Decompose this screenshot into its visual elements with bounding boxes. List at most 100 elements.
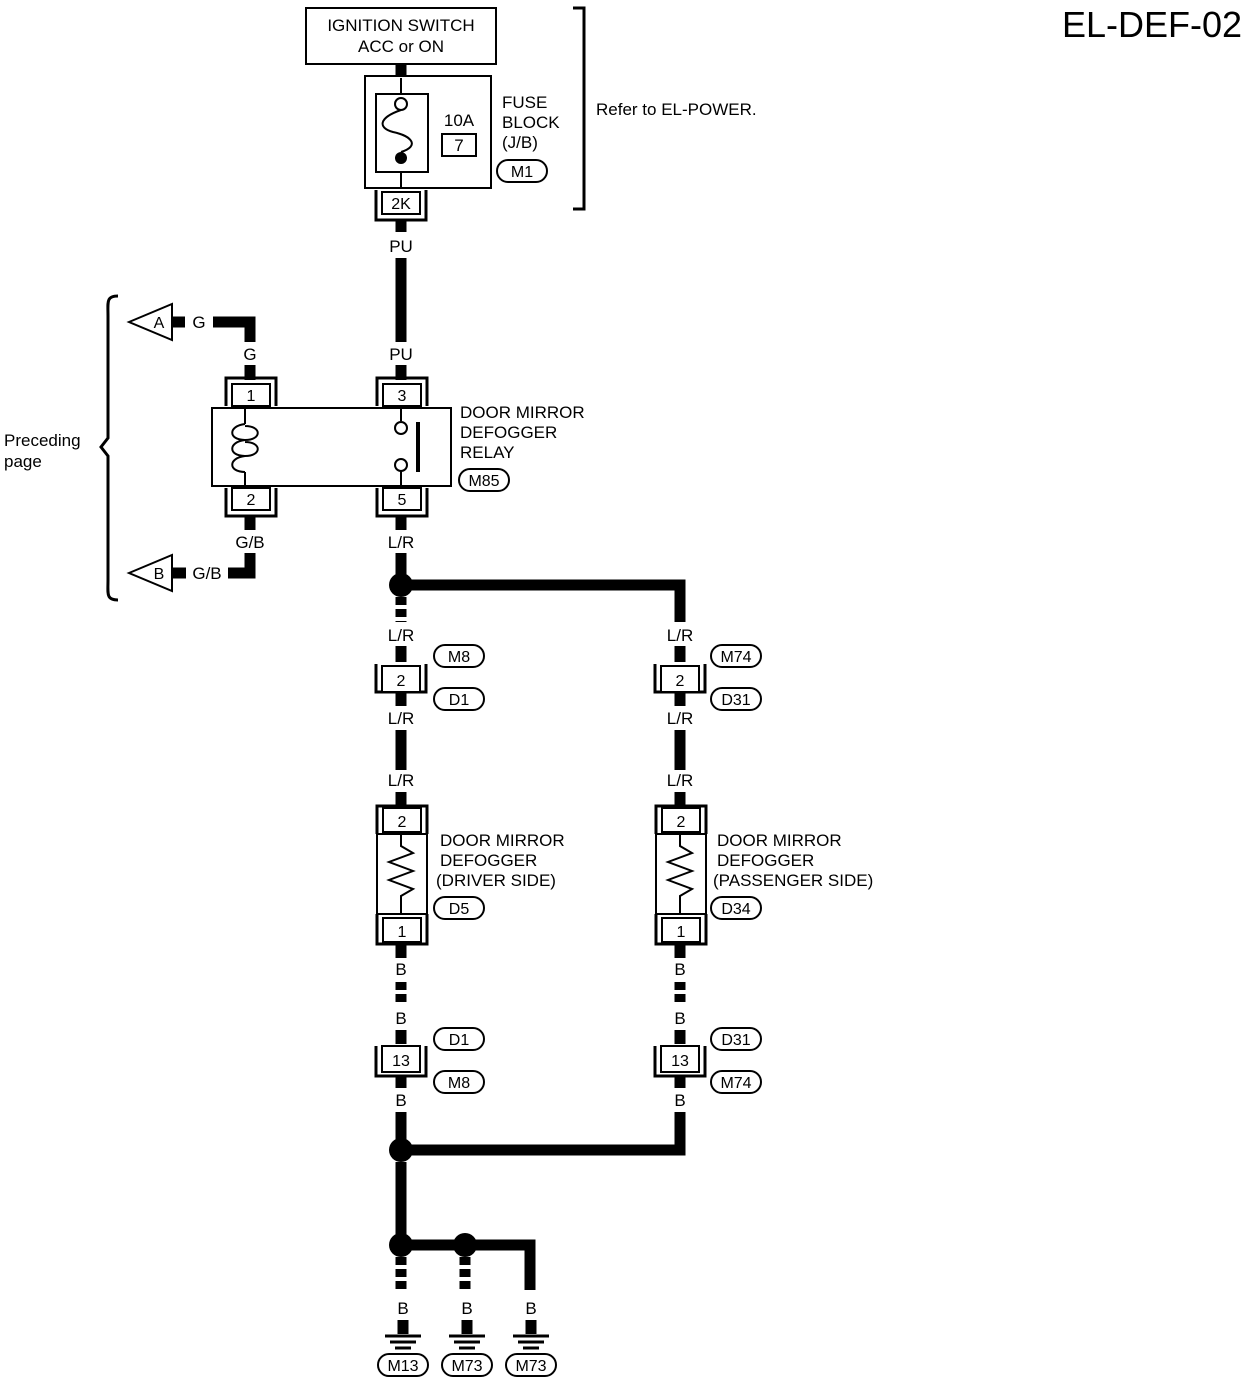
wire-color-lr-relay: L/R xyxy=(388,533,414,552)
passenger-upper-connector: 2 xyxy=(653,664,707,694)
relay-pin-5: 5 xyxy=(398,492,407,509)
ground-tag-2-text: M73 xyxy=(451,1358,482,1375)
wire-g xyxy=(213,316,256,342)
svg-text:2: 2 xyxy=(676,673,685,690)
ground-wire-b-3: B xyxy=(525,1299,536,1318)
power-bracket xyxy=(573,6,586,211)
fuse-rating: 10A xyxy=(444,111,475,130)
fuse-block-label-2: BLOCK xyxy=(502,113,560,132)
svg-text:2: 2 xyxy=(397,673,406,690)
ignition-switch: IGNITION SWITCH ACC or ON xyxy=(305,7,497,65)
defogger-relay: 1 3 2 5 DOOR MIRROR DEFOGGER RELAY M85 xyxy=(211,376,585,518)
ground-tag-1-text: M13 xyxy=(387,1358,418,1375)
ground-tag-3 xyxy=(505,1353,557,1377)
driver-lower-tag-bottom xyxy=(433,1070,485,1094)
wire-color-pu-top: PU xyxy=(389,237,413,256)
driver-lower-connector: 13 xyxy=(374,1045,428,1078)
svg-text:13: 13 xyxy=(671,1053,689,1070)
svg-text:1: 1 xyxy=(677,924,686,941)
page-code: EL-DEF-02 xyxy=(1062,4,1242,45)
ignition-switch-label: IGNITION SWITCH xyxy=(327,16,474,35)
ground-wire-b-2: B xyxy=(461,1299,472,1318)
relay-pin-3: 3 xyxy=(398,388,407,405)
passenger-defogger: 2 1 DOOR MIRROR DEFOGGER (PASSENGER SIDE… xyxy=(654,804,873,946)
driver-defogger-connector: D5 xyxy=(449,901,470,918)
passenger-heater-icon xyxy=(665,834,695,914)
passenger-upper-tag-top-text: M74 xyxy=(720,649,751,666)
ground-tag-3-text: M73 xyxy=(515,1358,546,1375)
driver-upper-tag-bottom xyxy=(433,687,485,711)
wire-color-pu-bottom: PU xyxy=(389,345,413,364)
driver-upper-tag-top-text: M8 xyxy=(448,649,470,666)
ground-icon xyxy=(449,1320,485,1350)
wire-color-gb: G/B xyxy=(235,533,264,552)
wire-lr-passenger xyxy=(401,579,686,622)
fuse-block-connector: M1 xyxy=(511,164,533,181)
driver-wire-b-2: B xyxy=(395,1009,406,1028)
passenger-upper-tag-bottom xyxy=(710,687,762,711)
driver-lower-tag-bottom-text: M8 xyxy=(448,1075,470,1092)
passenger-wire-lr-3: L/R xyxy=(667,771,693,790)
passenger-wire-b-2: B xyxy=(674,1009,685,1028)
fuse-number: 7 xyxy=(454,136,463,155)
passenger-wire-lr-1: L/R xyxy=(667,626,693,645)
svg-text:2: 2 xyxy=(677,814,686,831)
passenger-defogger-label-2: DEFOGGER xyxy=(717,851,814,870)
wire-color-g-arrow: G xyxy=(192,313,205,332)
passenger-wire-b-3: B xyxy=(674,1091,685,1110)
svg-text:1: 1 xyxy=(398,924,407,941)
svg-text:2K: 2K xyxy=(391,196,411,213)
driver-defogger-label-2: DEFOGGER xyxy=(440,851,537,870)
ground-tag-2 xyxy=(441,1353,493,1377)
driver-defogger-label-1: DOOR MIRROR xyxy=(440,831,565,850)
splice-b-1 xyxy=(389,1138,413,1162)
relay-label-3: RELAY xyxy=(460,443,515,462)
passenger-lower-tag-bottom-text: M74 xyxy=(720,1075,751,1092)
passenger-upper-tag-bottom-text: D31 xyxy=(721,692,750,709)
passenger-lower-tag-top-text: D31 xyxy=(721,1032,750,1049)
fuse-block-label-1: FUSE xyxy=(502,93,547,112)
passenger-defogger-connector: D34 xyxy=(721,901,750,918)
driver-upper-connector: 2 xyxy=(374,664,428,694)
passenger-lower-tag-bottom xyxy=(710,1070,762,1094)
relay-pin-2: 2 xyxy=(247,492,256,509)
wire-b-passenger-return xyxy=(401,1112,686,1156)
ground-icon xyxy=(385,1320,421,1350)
ground-wire-b-1: B xyxy=(397,1299,408,1318)
passenger-lower-tag-top xyxy=(710,1027,762,1051)
relay-label-2: DEFOGGER xyxy=(460,423,557,442)
preceding-label-2: page xyxy=(4,452,42,471)
power-reference-note: Refer to EL-POWER. xyxy=(596,100,757,119)
preceding-label-1: Preceding xyxy=(4,431,81,450)
driver-wire-b-1: B xyxy=(395,960,406,979)
passenger-defogger-label-1: DOOR MIRROR xyxy=(717,831,842,850)
ignition-switch-state: ACC or ON xyxy=(358,37,444,56)
driver-upper-tag-top xyxy=(433,644,485,668)
passenger-defogger-label-3: (PASSENGER SIDE) xyxy=(713,871,873,890)
svg-text:B: B xyxy=(154,566,165,583)
ground-tag-1 xyxy=(377,1353,429,1377)
svg-text:2: 2 xyxy=(398,814,407,831)
passenger-lower-connector: 13 xyxy=(653,1045,707,1078)
preceding-bracket xyxy=(99,294,119,602)
driver-defogger-label-3: (DRIVER SIDE) xyxy=(436,871,556,890)
driver-wire-lr-1: L/R xyxy=(388,626,414,645)
relay-coil-icon xyxy=(231,423,259,473)
ground-icon xyxy=(513,1320,549,1350)
fuse-icon xyxy=(381,109,413,153)
driver-lower-tag-top-text: D1 xyxy=(449,1032,470,1049)
driver-wire-lr-3: L/R xyxy=(388,771,414,790)
relay-connector: M85 xyxy=(468,473,499,490)
svg-text:A: A xyxy=(154,315,165,332)
driver-lower-tag-top xyxy=(433,1027,485,1051)
fuse-block-label-3: (J/B) xyxy=(502,133,538,152)
driver-upper-tag-bottom-text: D1 xyxy=(449,692,470,709)
relay-pin-1: 1 xyxy=(247,388,256,405)
relay-label-1: DOOR MIRROR xyxy=(460,403,585,422)
fuse-terminal-2k: 2K xyxy=(374,190,428,222)
passenger-upper-tag-top xyxy=(710,644,762,668)
driver-defogger: 2 1 DOOR MIRROR DEFOGGER (DRIVER SIDE) D… xyxy=(375,804,565,946)
driver-wire-lr-2: L/R xyxy=(388,709,414,728)
preceding-arrow-a: A xyxy=(126,302,173,342)
